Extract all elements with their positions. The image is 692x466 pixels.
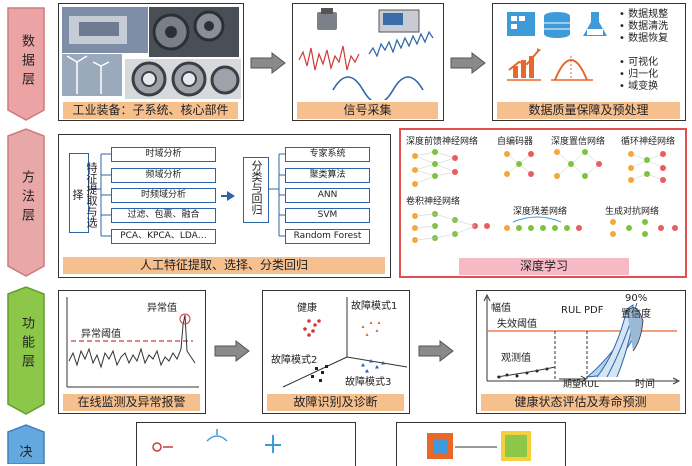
method-item: SVM (285, 208, 370, 223)
diagnosis-caption: 故障识别及诊断 (267, 394, 404, 411)
rul-chart (483, 293, 681, 385)
rul-expected-label: 期望RUL (563, 380, 599, 390)
method-item: ANN (285, 188, 370, 203)
method-item: 频域分析 (111, 168, 216, 183)
layer-arrow-shape (7, 424, 45, 464)
monitor-panel: 异常阈值 异常值 在线监测及异常报警 (58, 290, 206, 414)
monitor-caption: 在线监测及异常报警 (63, 394, 200, 411)
method-item: 聚类算法 (285, 168, 370, 183)
monitor-threshold-label: 异常阈值 (81, 329, 121, 340)
layer-arrow-shape (7, 286, 45, 415)
rul-caption: 健康状态评估及寿命预测 (481, 394, 680, 411)
decision-icons (427, 431, 531, 461)
dl-net-label: 循环神经网络 (621, 137, 676, 147)
quality-icons (507, 12, 607, 81)
function-layer-label: 功能层 (6, 286, 46, 416)
rul-observed-label: 观测值 (501, 353, 531, 364)
dl-net-label: 深度前馈神经网络 (406, 137, 479, 147)
feature-selection-box: 特征提取与选择 (69, 153, 98, 233)
method-item: 过滤、包裹、融合 (111, 208, 216, 223)
diagnosis-chart (282, 297, 408, 388)
decision-panel-right (396, 422, 566, 466)
rul-time-label: 时间 (635, 379, 655, 390)
rul-pct-label: 90% (625, 293, 648, 304)
layer-arrow-shape (7, 128, 45, 277)
dl-network-icons (412, 149, 678, 243)
quality-caption: 数据质量保障及预处理 (497, 102, 680, 119)
quality-list-b: • 可视化 • 归一化 • 域变换 (619, 57, 658, 93)
rul-amplitude-label: 幅值 (491, 303, 511, 314)
manual-method-caption: 人工特征提取、选择、分类回归 (63, 257, 385, 274)
monitor-chart (66, 297, 199, 388)
equipment-images (62, 7, 241, 99)
list-item: • 可视化 (619, 57, 659, 68)
diagnosis-panel: 健康 故障模式1 故障模式2 故障模式3 故障识别及诊断 (262, 290, 410, 414)
equipment-caption: 工业装备：子系统、核心部件 (63, 102, 238, 119)
monitor-anomaly-label: 异常值 (147, 303, 177, 314)
signal-panel: 信号采集 (292, 3, 444, 121)
method-item: PCA、KPCA、LDA… (111, 229, 216, 244)
method-connectors (89, 153, 285, 237)
signal-images (298, 8, 434, 100)
layer-label-text: 数据层 (19, 34, 34, 91)
list-item: • 数据清洗 (619, 21, 669, 32)
method-item: 时域分析 (111, 147, 216, 162)
quality-list-a: • 数据规整 • 数据清洗 • 数据恢复 (619, 9, 668, 45)
dl-net-label: 深度置信网络 (551, 137, 606, 147)
rul-failure-label: 失效阈值 (497, 319, 537, 330)
diag-fault3-label: 故障模式3 (345, 377, 392, 388)
layer-label-text: 方法层 (19, 170, 34, 227)
rul-confidence-label: 置信度 (621, 309, 651, 320)
decision-panel-left (136, 422, 356, 466)
dl-net-label: 深度残差网络 (513, 207, 568, 217)
diag-healthy-label: 健康 (297, 303, 317, 314)
manual-method-panel: 特征提取与选择 时域分析 频域分析 时频域分析 过滤、包裹、融合 PCA、KPC… (58, 134, 391, 278)
decision-icons (152, 429, 281, 453)
diag-fault1-label: 故障模式1 (351, 301, 398, 312)
classify-regress-box: 分类与回归 (243, 157, 269, 223)
list-item: • 归一化 (619, 69, 659, 80)
flow-arrow-icon (418, 340, 454, 362)
diag-fault2-label: 故障模式2 (271, 355, 318, 366)
decision-layer-label: 决 (6, 424, 46, 464)
quality-panel: • 数据规整 • 数据清洗 • 数据恢复 • 可视化 • 归一化 • 域变换 数… (492, 3, 686, 121)
list-item: • 数据恢复 (619, 33, 669, 44)
method-layer-label: 方法层 (6, 128, 46, 278)
layer-label-text: 决 (19, 445, 33, 460)
list-item: • 域变换 (619, 81, 659, 92)
dl-net-label: 卷积神经网络 (406, 197, 461, 207)
flow-arrow-icon (214, 340, 250, 362)
equipment-panel: 工业装备：子系统、核心部件 (58, 3, 244, 121)
flow-arrow-icon (250, 52, 286, 74)
list-item: • 数据规整 (619, 9, 669, 20)
layer-label-text: 功能层 (19, 316, 34, 373)
method-item: 时频域分析 (111, 188, 216, 203)
dl-net-label: 自编码器 (497, 137, 534, 147)
dl-net-label: 生成对抗网络 (605, 207, 660, 217)
flow-arrow-icon (450, 52, 486, 74)
rul-panel: 幅值 失效阈值 观测值 RUL PDF 90% 置信度 期望RUL 时间 健康状… (476, 290, 686, 414)
rul-pdf-label: RUL PDF (561, 305, 604, 316)
feature-title: 特征提取与选择 (71, 161, 98, 228)
dl-caption: 深度学习 (459, 258, 629, 275)
deep-learning-panel: 深度前馈神经网络 自编码器 深度置信网络 循环神经网络 卷积神经网络 深度残差网… (399, 128, 687, 278)
layer-arrow-shape (7, 7, 45, 121)
signal-caption: 信号采集 (297, 102, 438, 119)
classify-title: 分类与回归 (250, 160, 263, 215)
data-layer-label: 数据层 (6, 6, 46, 122)
method-item: Random Forest (285, 229, 370, 244)
method-item: 专家系统 (285, 147, 370, 162)
